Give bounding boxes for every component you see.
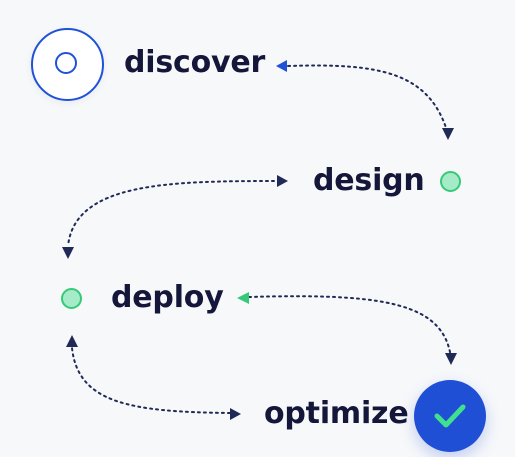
connector-deploy-to-optimize [248, 295, 452, 359]
check-icon [434, 404, 466, 428]
status-dot-icon-deploy [61, 288, 82, 309]
arrowhead-deploy-down [62, 247, 74, 259]
arrowhead-discover-left [276, 60, 287, 72]
status-dot-icon-design [440, 171, 461, 192]
arrowhead-optimize-right [230, 408, 241, 420]
arrowhead-deploy-up [66, 335, 78, 347]
connector-discover-to-design [287, 64, 449, 135]
arrowhead-deploy-left [237, 292, 249, 304]
arrowhead-design-right [277, 175, 288, 187]
step-label-design: design [313, 163, 425, 198]
step-label-discover: discover [124, 45, 266, 80]
check-circle-icon [414, 380, 486, 452]
arrowhead-design-down [442, 128, 454, 140]
connector-design-to-deploy [67, 180, 281, 247]
target-ring-icon [31, 28, 104, 101]
step-label-optimize: optimize [264, 396, 409, 431]
connector-optimize-to-deploy [71, 347, 231, 414]
step-label-deploy: deploy [111, 280, 224, 315]
target-ring-inner [55, 52, 77, 74]
arrowhead-optimize-down [445, 353, 457, 365]
